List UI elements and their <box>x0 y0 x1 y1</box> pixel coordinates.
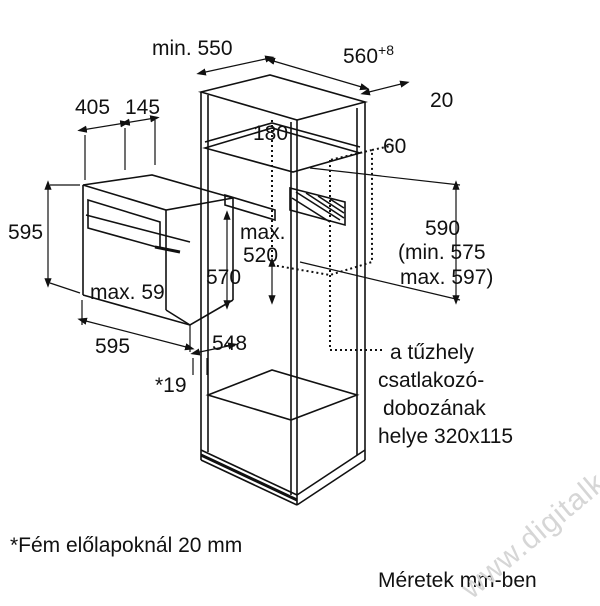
dim-590: 590 <box>425 217 461 240</box>
dim-max-59: max. 59 <box>90 281 165 304</box>
dim-60: 60 <box>383 135 407 158</box>
dim-570: 570 <box>206 266 242 289</box>
dim-595-width: 595 <box>95 335 131 358</box>
oven-body <box>82 174 276 326</box>
dim-min-550: min. 550 <box>152 37 233 60</box>
dim-520: 520 <box>243 244 279 267</box>
dim-560-sup: +8 <box>378 42 395 58</box>
cabinet-outline <box>197 74 369 506</box>
dim-595-height: 595 <box>8 221 44 244</box>
dim-20: 20 <box>430 89 454 112</box>
metal-front-note: *Fém előlapoknál 20 mm <box>10 534 243 557</box>
dim-star-19: *19 <box>155 374 187 397</box>
dim-180: 180 <box>253 122 289 145</box>
socket-box <box>289 186 346 227</box>
dim-max-label: max. <box>240 221 286 244</box>
socket-note-line4: helye 320x115 <box>378 425 514 448</box>
dim-560-value: 560 <box>343 45 379 68</box>
socket-note-line2: csatlakozó- <box>378 369 485 392</box>
dim-145: 145 <box>125 96 161 119</box>
dim-590-min: (min. 575 <box>398 241 486 264</box>
socket-note-line1: a tűzhely <box>390 341 475 364</box>
dim-590-max: max. 597) <box>400 266 494 289</box>
dim-548: 548 <box>212 332 248 355</box>
dim-405: 405 <box>75 96 111 119</box>
units-note: Méretek mm-ben <box>378 569 537 592</box>
socket-note-line3: dobozának <box>383 397 486 420</box>
dim-560: 560+8 <box>343 43 394 67</box>
